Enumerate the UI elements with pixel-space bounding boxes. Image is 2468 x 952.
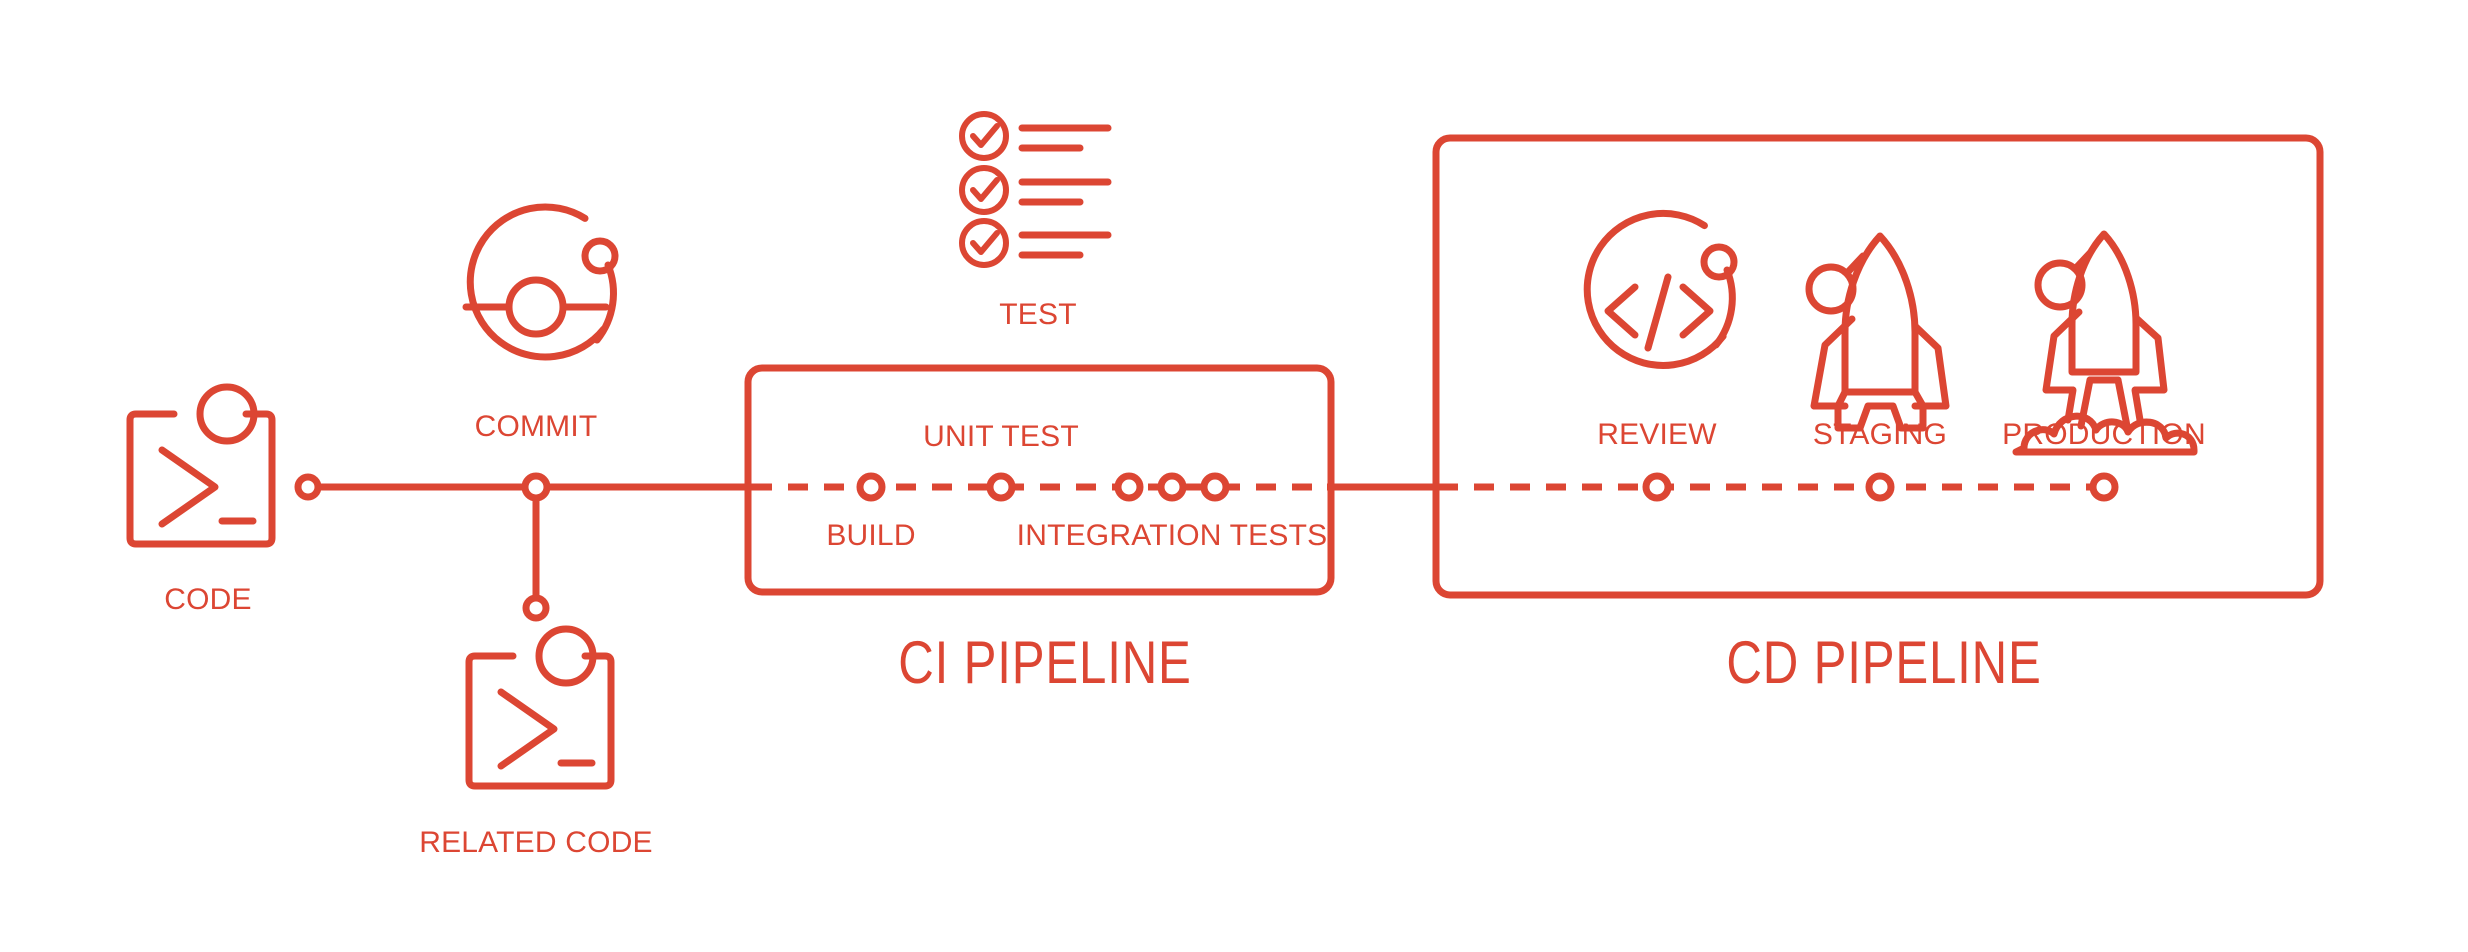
node-integration-test-2[interactable]	[1157, 472, 1187, 502]
node-integration-test-3[interactable]	[1200, 472, 1230, 502]
node-commit[interactable]	[521, 472, 551, 502]
node-unit-test[interactable]	[986, 472, 1016, 502]
stage-label-commit: COMMIT	[474, 410, 598, 443]
check-circle-2	[959, 165, 1009, 215]
node-code[interactable]	[294, 473, 322, 501]
terminal-code-icon	[465, 625, 615, 790]
rocket-launch-icon	[2012, 230, 2198, 456]
stage-label-code: CODE	[164, 583, 252, 616]
cd-pipeline-box	[1432, 134, 2324, 599]
stage-label-staging: STAGING	[1812, 418, 1948, 451]
stage-label-related-code: RELATED CODE	[419, 826, 653, 859]
stage-label-review: REVIEW	[1597, 418, 1717, 451]
ci-pipeline-box	[744, 364, 1335, 596]
check-mark-3	[970, 230, 1000, 255]
check-circle-1	[959, 111, 1009, 161]
stage-label-unit-test: UNIT TEST	[923, 420, 1079, 453]
node-staging[interactable]	[1865, 472, 1895, 502]
stage-label-test: TEST	[999, 298, 1077, 331]
check-mark-1	[970, 123, 1000, 148]
terminal-code-icon	[126, 383, 276, 548]
checklist-icon	[959, 111, 1112, 268]
node-integration-test-1[interactable]	[1114, 472, 1144, 502]
node-build[interactable]	[856, 472, 886, 502]
check-circle-3	[959, 218, 1009, 268]
code-brackets-icon	[1583, 209, 1738, 369]
group-title-cd-pipeline: CD PIPELINE	[1726, 629, 2042, 696]
node-review[interactable]	[1642, 472, 1672, 502]
rocket-icon	[1805, 232, 1950, 432]
node-production[interactable]	[2089, 472, 2119, 502]
stage-label-build: BUILD	[826, 519, 916, 552]
group-title-ci-pipeline: CI PIPELINE	[898, 629, 1192, 696]
check-mark-2	[970, 177, 1000, 202]
stage-label-integration-tests: INTEGRATION TESTS	[1016, 519, 1328, 552]
node-branch-end[interactable]	[522, 594, 550, 622]
commit-orbit-icon	[462, 203, 619, 361]
stage-label-production: PRODUCTION	[2002, 418, 2206, 451]
